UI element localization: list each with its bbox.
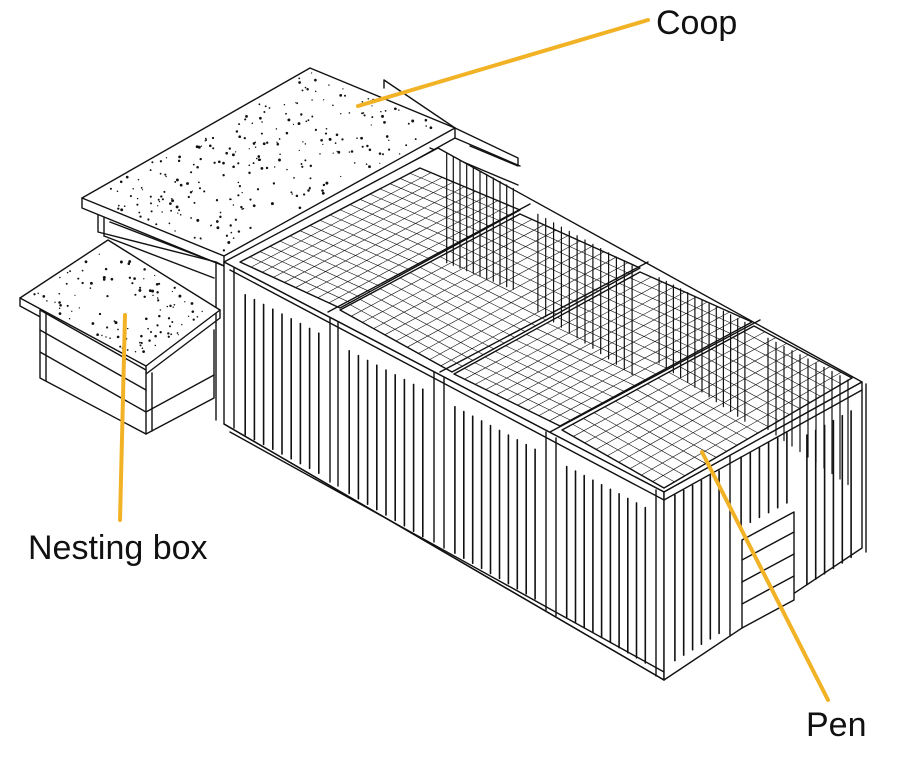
label-pen: Pen: [806, 706, 867, 744]
nesting-box: [19, 239, 221, 435]
leader-line-pen: [700, 450, 830, 702]
leader-line-coop: [356, 18, 650, 108]
label-nesting-box: Nesting box: [28, 529, 208, 567]
pen: [223, 147, 867, 681]
label-coop: Coop: [656, 4, 738, 42]
leader-line-nesting-box: [118, 313, 127, 522]
coop-roof: [81, 67, 519, 267]
